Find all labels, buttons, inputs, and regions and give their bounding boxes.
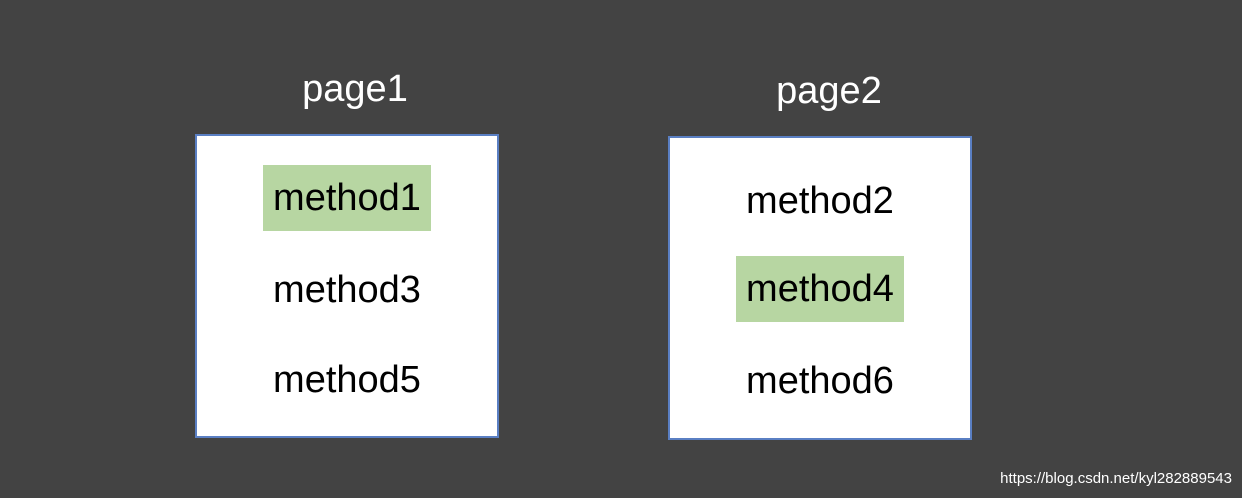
page2-title: page2 xyxy=(776,70,882,112)
method-label: method2 xyxy=(746,180,894,222)
page2-method-2: method4 xyxy=(670,256,970,322)
page1-method-3: method5 xyxy=(197,347,497,413)
page2-box: method2 method4 method6 xyxy=(668,136,972,440)
page1-method-1: method1 xyxy=(197,165,497,231)
page1-box: method1 method3 method5 xyxy=(195,134,499,438)
page1-title: page1 xyxy=(302,68,408,110)
page2-method-3: method6 xyxy=(670,348,970,414)
method-label: method3 xyxy=(273,269,421,311)
method-label: method6 xyxy=(746,360,894,402)
page1-method-2: method3 xyxy=(197,257,497,323)
page2-method-1: method2 xyxy=(670,168,970,234)
watermark-url: https://blog.csdn.net/kyl282889543 xyxy=(1000,470,1232,487)
method-label: method5 xyxy=(273,359,421,401)
method-label: method4 xyxy=(736,256,904,322)
method-label: method1 xyxy=(263,165,431,231)
